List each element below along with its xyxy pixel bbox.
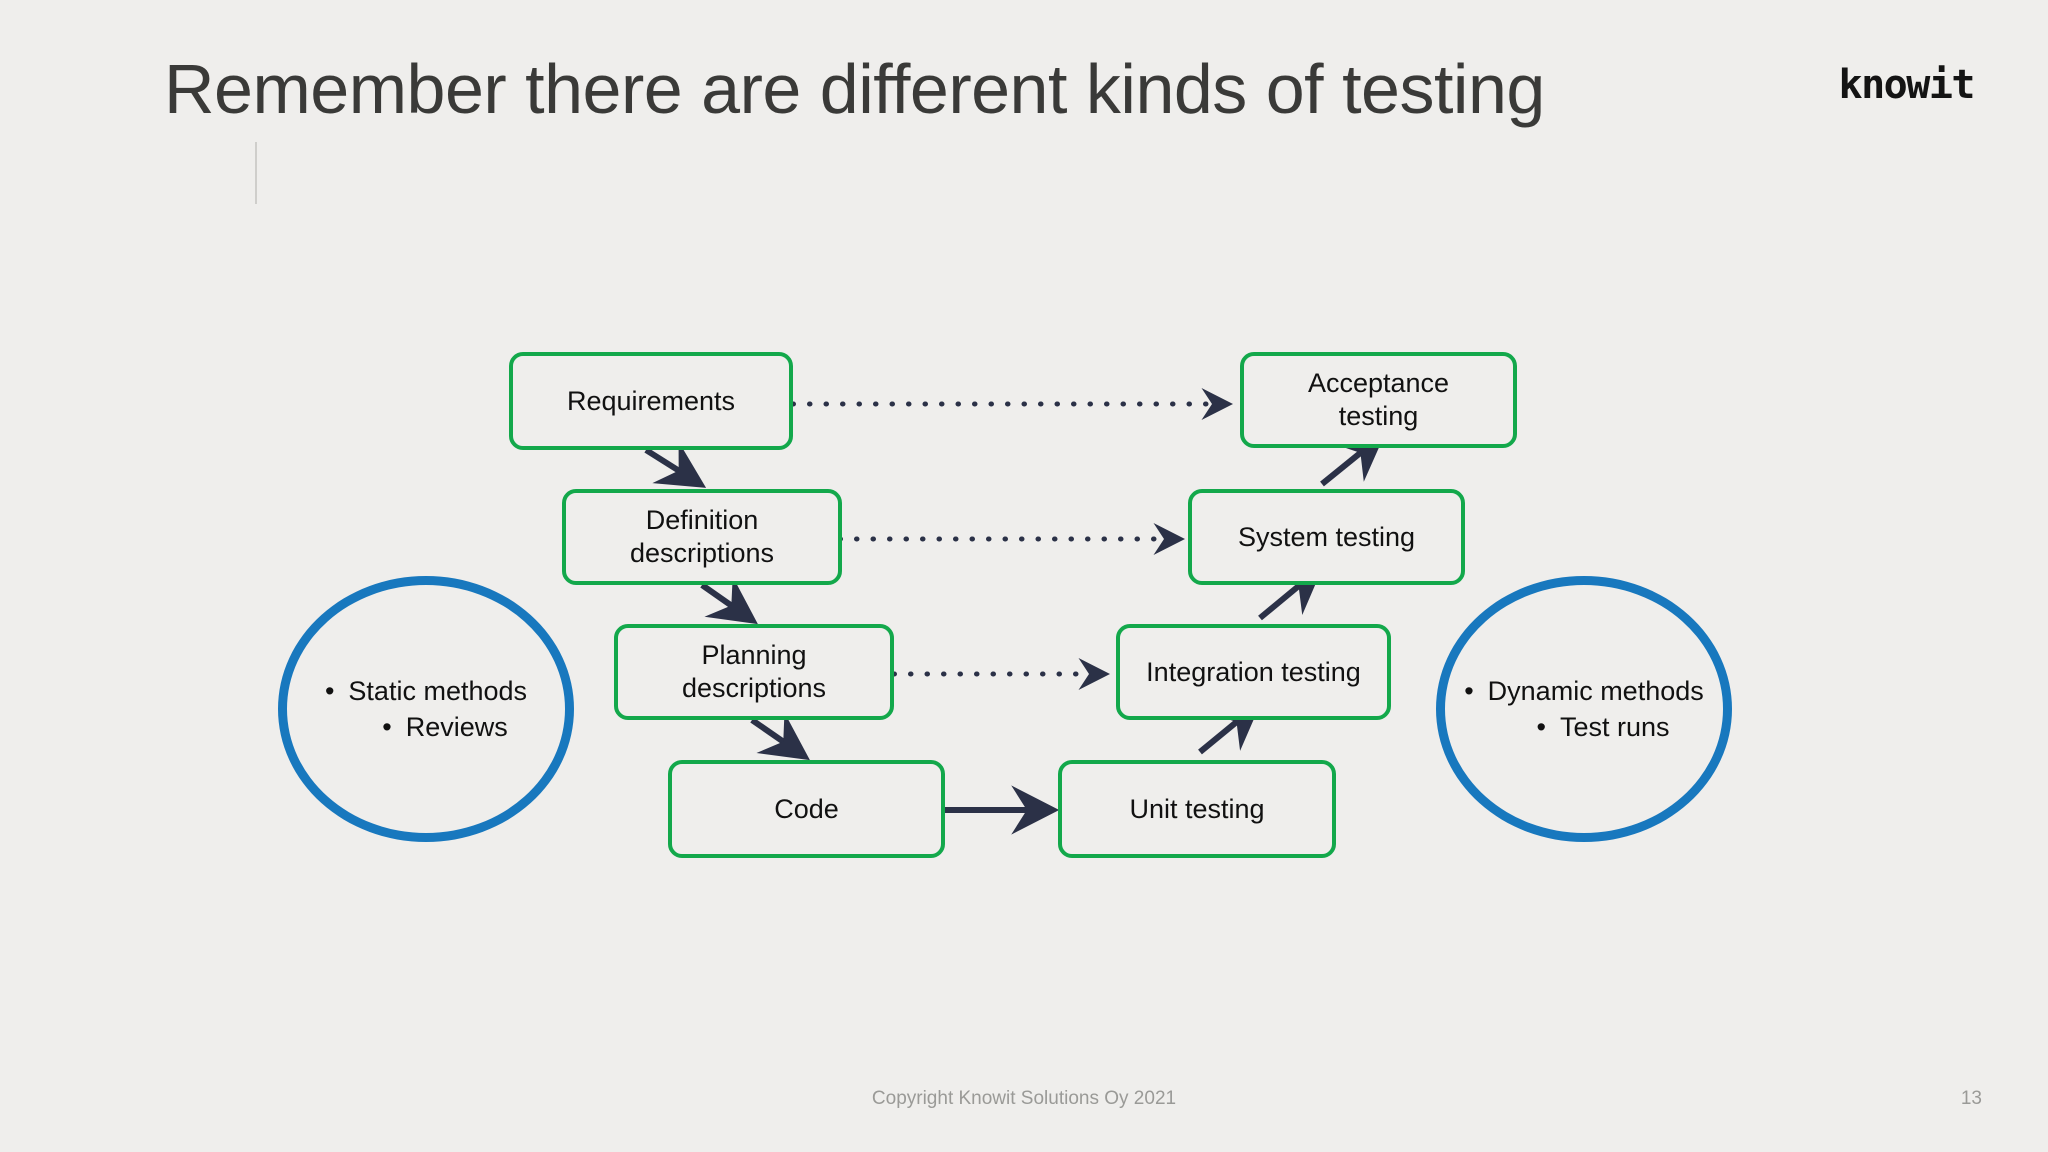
node-definition-descriptions[interactable]: Definition descriptions <box>562 489 842 585</box>
node-unit-testing[interactable]: Unit testing <box>1058 760 1336 858</box>
footer-page-number: 13 <box>1960 1088 1982 1109</box>
circle-dynamic-methods[interactable]: • Dynamic methods • Test runs <box>1436 576 1732 842</box>
knowit-logo: knowit <box>1838 62 1976 108</box>
title-placeholder-caret <box>255 142 257 204</box>
circle-bullet-line: • Reviews <box>344 709 507 745</box>
circle-bullet-line: • Static methods <box>325 673 527 709</box>
node-label-line1: Definition <box>645 505 759 535</box>
bullet-text: Static methods <box>348 676 528 706</box>
node-label-line2: testing <box>1338 401 1419 431</box>
bullet-text: Reviews <box>405 712 508 742</box>
bullet-dot: • <box>1536 712 1546 742</box>
node-label-line2: descriptions <box>629 538 775 568</box>
edge-requirements-to-definition <box>644 441 707 488</box>
bullet-dot: • <box>324 676 335 706</box>
node-label: System testing <box>1237 521 1416 552</box>
node-label-line2: descriptions <box>681 673 827 703</box>
node-planning-descriptions[interactable]: Planning descriptions <box>614 624 894 720</box>
node-label: Unit testing <box>1129 793 1265 824</box>
edge-planning-to-code <box>750 712 810 761</box>
node-code[interactable]: Code <box>668 760 945 858</box>
node-label: Integration testing <box>1146 656 1361 687</box>
node-label: Code <box>774 793 839 824</box>
circle-bullet-line: • Dynamic methods <box>1464 673 1704 709</box>
node-label-line1: Acceptance <box>1307 368 1450 398</box>
bullet-dot: • <box>1464 676 1474 706</box>
node-label-line1: Planning <box>701 640 807 670</box>
footer-copyright: Copyright Knowit Solutions Oy 2021 <box>871 1088 1177 1109</box>
node-acceptance-testing[interactable]: Acceptance testing <box>1240 352 1517 448</box>
bullet-text: Test runs <box>1559 712 1670 742</box>
circle-static-methods[interactable]: • Static methods • Reviews <box>278 576 574 842</box>
page-title: Remember there are different kinds of te… <box>164 50 1545 128</box>
node-requirements[interactable]: Requirements <box>509 352 793 450</box>
bullet-text: Dynamic methods <box>1487 676 1704 706</box>
node-integration-testing[interactable]: Integration testing <box>1116 624 1391 720</box>
bullet-dot: • <box>382 712 392 742</box>
node-system-testing[interactable]: System testing <box>1188 489 1465 585</box>
edge-definition-to-planning <box>700 576 758 625</box>
node-label: Requirements <box>566 385 736 416</box>
circle-bullet-line: • Test runs <box>1499 709 1670 745</box>
